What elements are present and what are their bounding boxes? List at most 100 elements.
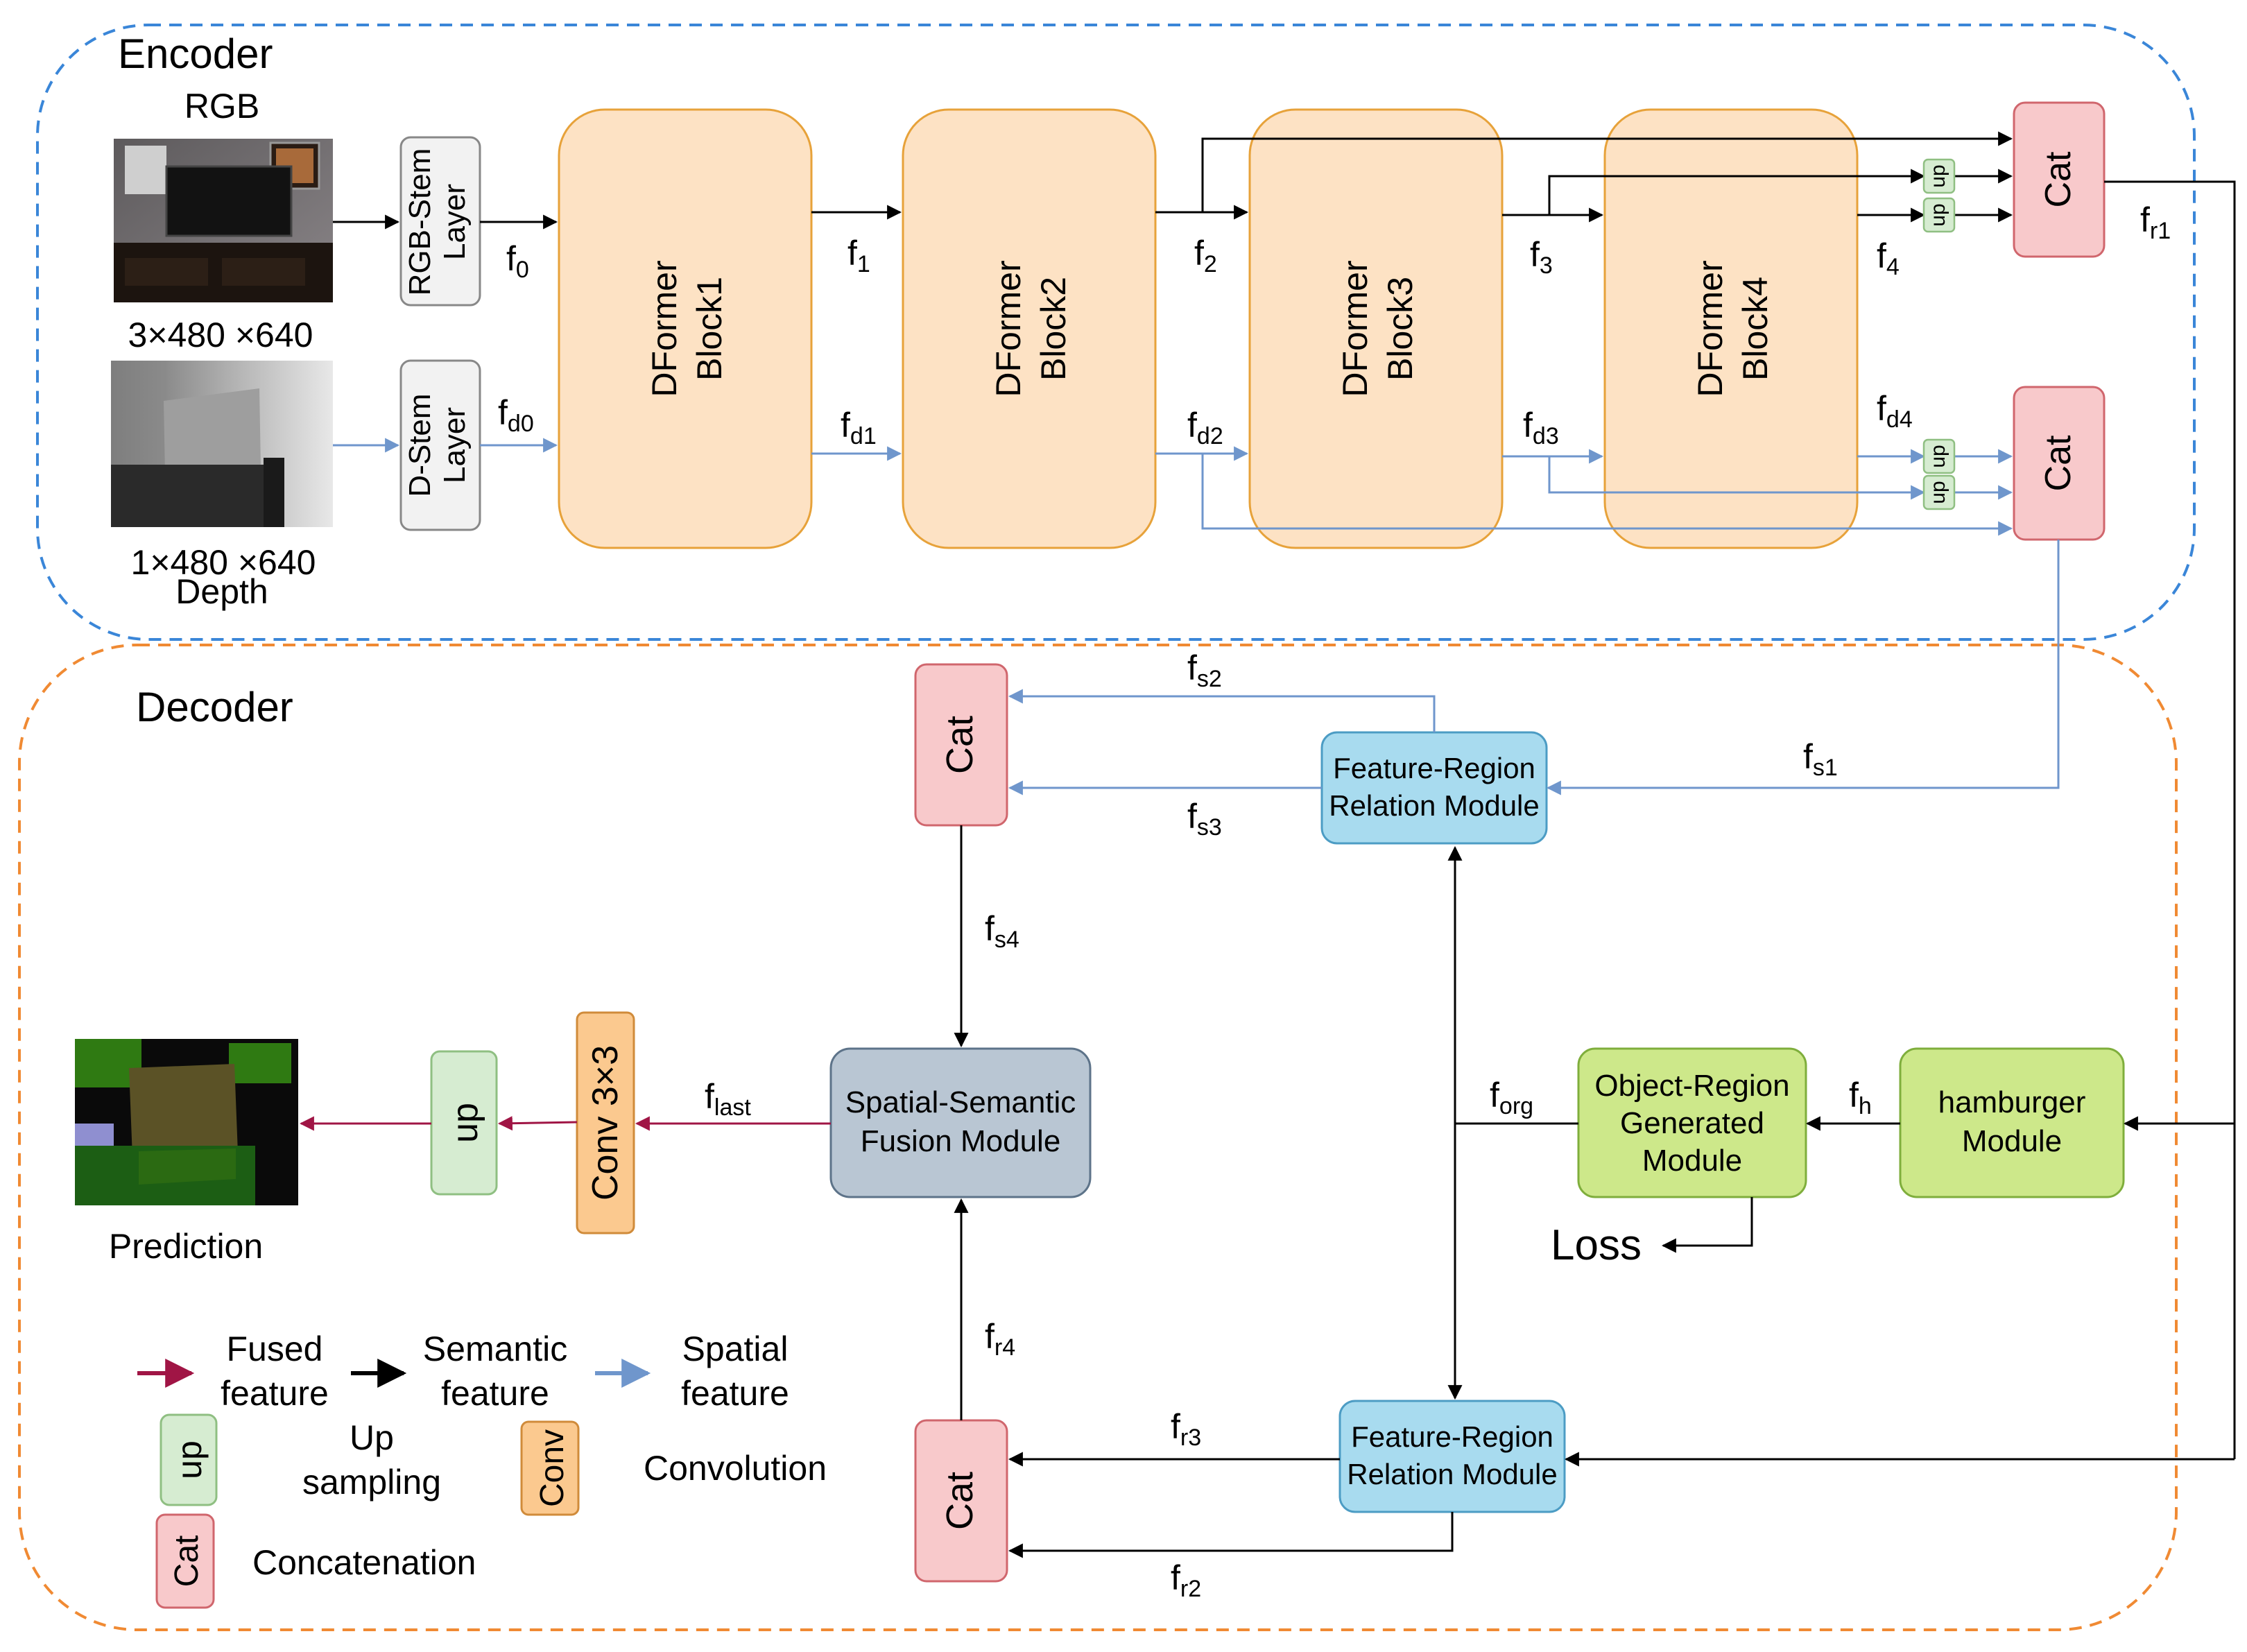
loss-label: Loss	[1551, 1221, 1642, 1269]
depth-label: Depth	[175, 572, 268, 611]
label-f2: f2	[1194, 234, 1217, 277]
label-fd1: fd1	[841, 406, 877, 449]
svg-text:Object-Region: Object-Region	[1594, 1069, 1789, 1103]
svg-text:Cat: Cat	[939, 1472, 981, 1530]
svg-text:feature: feature	[441, 1374, 549, 1413]
cat-box-decoder-top: Cat	[914, 663, 1008, 827]
semantic-arrows-encoder	[333, 131, 2013, 230]
spatial-arrows-decoder	[1008, 540, 2060, 795]
depth-input-image	[111, 361, 333, 527]
svg-text:DFormer: DFormer	[645, 260, 684, 397]
label-fs1: fs1	[1803, 737, 1838, 781]
prediction-label: Prediction	[109, 1227, 263, 1266]
dformer-block-1: DFormer Block1	[558, 108, 813, 549]
svg-text:up: up	[1927, 203, 1949, 226]
feature-region-relation-module-top: Feature-Region Relation Module	[1320, 731, 1548, 845]
encoder-region	[36, 24, 2196, 641]
decoder-region	[18, 644, 2178, 1631]
label-fr2: fr2	[1171, 1558, 1201, 1602]
svg-text:DFormer: DFormer	[989, 260, 1028, 397]
label-f4: f4	[1877, 236, 1900, 280]
rgb-stem-layer: RGB-Stem Layer	[399, 136, 481, 307]
label-f3: f3	[1530, 235, 1553, 279]
label-fs4: fs4	[985, 909, 1019, 953]
svg-text:Generated: Generated	[1620, 1106, 1764, 1140]
label-f1: f1	[847, 234, 870, 277]
conv-3x3-box: Conv 3×3	[576, 1011, 635, 1234]
svg-text:Spatial-Semantic: Spatial-Semantic	[845, 1085, 1076, 1119]
label-fs3: fs3	[1187, 797, 1222, 841]
cat-box-semantic: Cat	[2013, 101, 2106, 258]
dformer-block-4: DFormer Block4	[1603, 108, 1859, 549]
svg-text:DFormer: DFormer	[1691, 260, 1730, 397]
rgb-label: RGB	[184, 87, 259, 126]
svg-text:Relation Module: Relation Module	[1347, 1458, 1558, 1490]
object-region-generated-module: Object-Region Generated Module	[1577, 1047, 1807, 1198]
legend-cat-icon: Cat	[155, 1513, 215, 1609]
semantic-arrows-decoder	[954, 180, 2236, 1558]
d-stem-layer: D-Stem Layer	[399, 359, 481, 531]
svg-text:Block1: Block1	[690, 277, 729, 381]
svg-text:RGB-Stem: RGB-Stem	[403, 148, 437, 296]
label-fd0: fd0	[498, 393, 534, 437]
svg-text:Relation Module: Relation Module	[1329, 789, 1540, 822]
dformer-block-3: DFormer Block3	[1248, 108, 1504, 549]
svg-text:up: up	[1927, 445, 1949, 467]
svg-text:Layer: Layer	[438, 184, 472, 260]
svg-text:up: up	[1927, 481, 1949, 504]
svg-text:Cat: Cat	[2038, 435, 2078, 491]
legend-up-icon: up	[160, 1413, 218, 1506]
up-box-spatial-1: up	[1922, 438, 1956, 474]
encoder-title: Encoder	[118, 31, 273, 77]
label-f0: f0	[506, 239, 529, 283]
svg-text:Block3: Block3	[1381, 277, 1420, 381]
svg-text:Conv 3×3: Conv 3×3	[585, 1045, 626, 1201]
svg-text:D-Stem: D-Stem	[403, 393, 437, 497]
svg-text:feature: feature	[221, 1374, 329, 1413]
svg-text:Feature-Region: Feature-Region	[1351, 1420, 1553, 1453]
spatial-semantic-fusion-module: Spatial-Semantic Fusion Module	[829, 1047, 1092, 1198]
label-fd4: fd4	[1877, 389, 1913, 433]
up-box-semantic-1: up	[1922, 158, 1956, 194]
svg-text:Fused: Fused	[227, 1330, 323, 1368]
dformer-block-2: DFormer Block2	[902, 108, 1157, 549]
label-fr3: fr3	[1171, 1407, 1201, 1451]
svg-text:Concatenation: Concatenation	[252, 1543, 476, 1582]
svg-text:Module: Module	[1642, 1144, 1742, 1178]
svg-text:sampling: sampling	[302, 1463, 441, 1502]
up-box-semantic-2: up	[1922, 197, 1956, 233]
svg-text:Convolution: Convolution	[644, 1449, 827, 1488]
up-box-decoder: up	[430, 1050, 498, 1196]
label-fh: fh	[1849, 1076, 1872, 1119]
svg-text:up: up	[170, 1440, 209, 1479]
svg-text:Fusion Module: Fusion Module	[861, 1124, 1061, 1158]
svg-text:Semantic: Semantic	[423, 1330, 567, 1368]
svg-text:Conv: Conv	[534, 1429, 571, 1507]
fused-arrows-decoder	[299, 1116, 831, 1131]
svg-text:Layer: Layer	[438, 407, 472, 483]
svg-text:Cat: Cat	[939, 716, 981, 774]
svg-text:Cat: Cat	[2038, 151, 2078, 207]
label-fr4: fr4	[985, 1317, 1015, 1361]
svg-text:feature: feature	[681, 1374, 789, 1413]
label-fr1: fr1	[2140, 200, 2171, 244]
svg-text:up: up	[445, 1103, 485, 1143]
feature-region-relation-module-bottom: Feature-Region Relation Module	[1338, 1400, 1566, 1513]
svg-text:Cat: Cat	[169, 1535, 205, 1588]
depth-size-label: 1×480 ×640	[131, 543, 316, 582]
svg-text:up: up	[1927, 164, 1949, 187]
label-fd2: fd2	[1187, 406, 1223, 449]
label-fs2: fs2	[1187, 648, 1222, 692]
legend: Fused feature Semantic feature Spatial f…	[137, 1330, 827, 1609]
svg-text:Block4: Block4	[1736, 277, 1775, 381]
hamburger-module: hamburger Module	[1899, 1047, 2125, 1198]
svg-text:hamburger: hamburger	[1938, 1085, 2086, 1119]
label-forg: forg	[1490, 1076, 1533, 1119]
rgb-input-image	[114, 139, 333, 302]
svg-text:DFormer: DFormer	[1336, 260, 1375, 397]
cat-box-spatial: Cat	[2013, 386, 2106, 541]
spatial-arrows-encoder	[333, 438, 2013, 536]
label-flast: flast	[705, 1077, 751, 1121]
rgb-size-label: 3×480 ×640	[128, 316, 313, 354]
